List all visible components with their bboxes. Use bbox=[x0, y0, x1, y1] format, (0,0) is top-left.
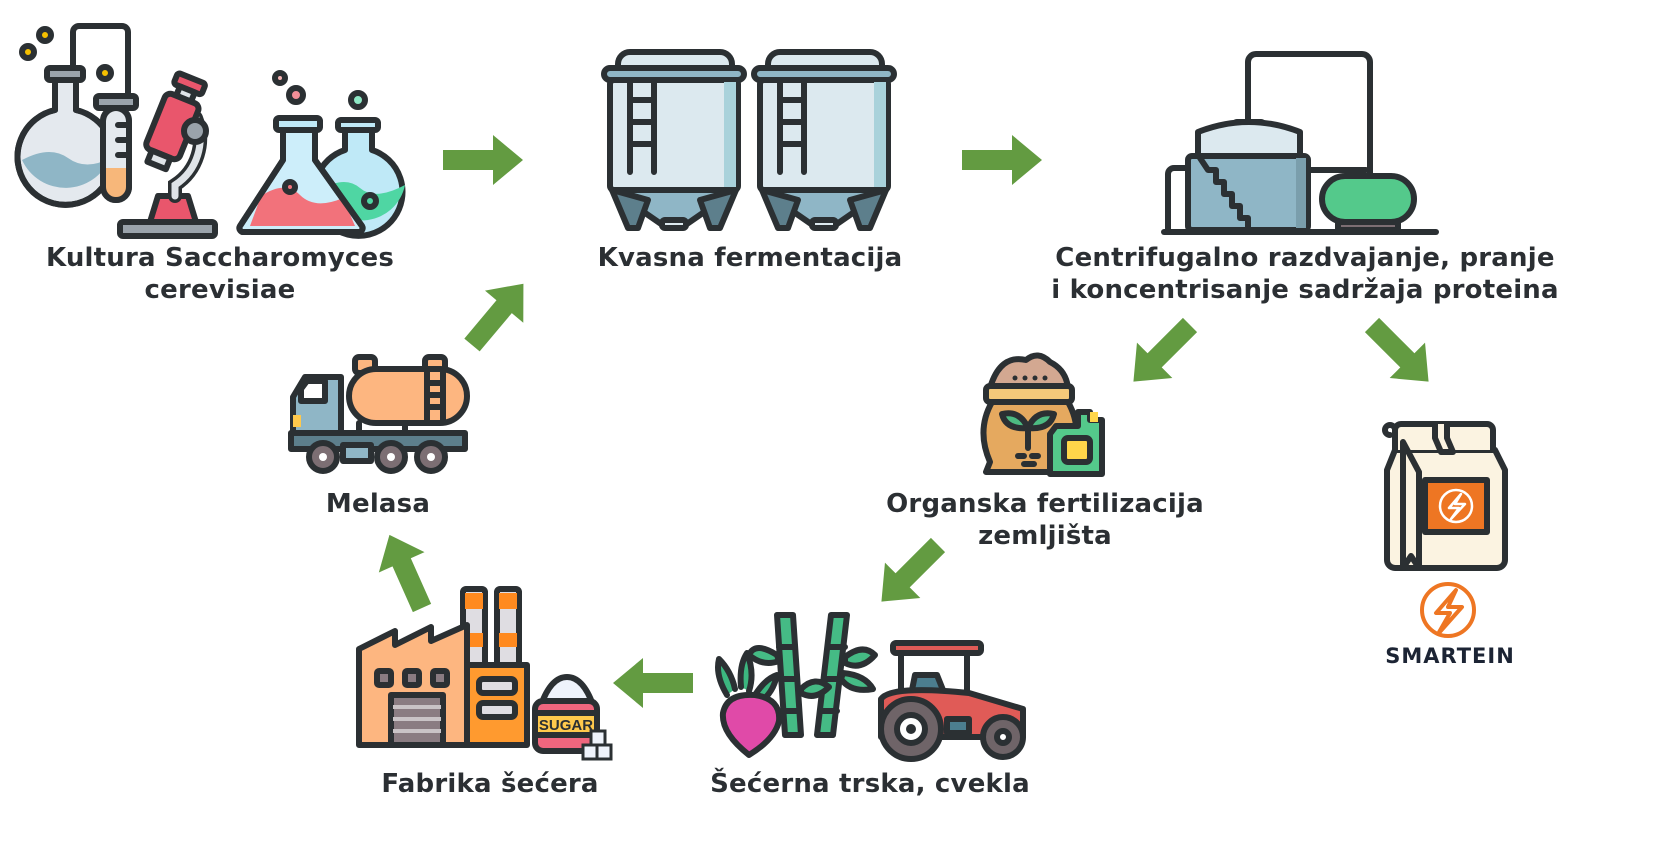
arrow-crops-to-sugar-factory bbox=[613, 658, 693, 708]
lab-glassware-microscope-icon bbox=[14, 23, 406, 239]
node-sugar-factory-label: Fabrika šećera bbox=[381, 769, 599, 799]
industrial-plant-icon bbox=[1161, 51, 1439, 235]
arrow-sugar-factory-to-molasses bbox=[366, 524, 445, 619]
node-fertilization-label: Organska fertilizacija zemljišta bbox=[886, 489, 1204, 551]
fertilizer-sack-icon bbox=[980, 352, 1105, 477]
node-culture-label: Kultura Saccharomyces cerevisiae bbox=[45, 243, 395, 305]
arrow-molasses-to-fermentation bbox=[452, 267, 543, 362]
arrow-fermentation-to-separation bbox=[962, 135, 1042, 185]
node-fermentation-label: Kvasna fermentacija bbox=[597, 243, 903, 273]
node-molasses-label: Melasa bbox=[325, 489, 431, 519]
protein-bag-icon bbox=[1382, 421, 1508, 571]
node-crops-label: Šećerna trska, cvekla bbox=[710, 769, 1030, 799]
fermentation-tanks-icon bbox=[601, 49, 900, 231]
brand-wordmark: SMARTEIN bbox=[1385, 644, 1515, 668]
lightning-circle-icon bbox=[1420, 582, 1476, 638]
node-separation-label: Centrifugalno razdvajanje, pranje i konc… bbox=[1051, 243, 1559, 305]
arrow-fertilization-to-crops bbox=[863, 527, 956, 620]
arrow-separation-to-fertilization bbox=[1115, 307, 1208, 400]
sugar-factory-icon: SUGAR bbox=[356, 586, 613, 761]
arrow-separation-to-product bbox=[1354, 307, 1447, 400]
beet-cane-tractor-icon bbox=[715, 612, 1026, 762]
sugar-sack-text: SUGAR bbox=[539, 717, 593, 734]
arrow-culture-to-fermentation bbox=[443, 135, 523, 185]
tanker-truck-icon bbox=[288, 354, 470, 474]
